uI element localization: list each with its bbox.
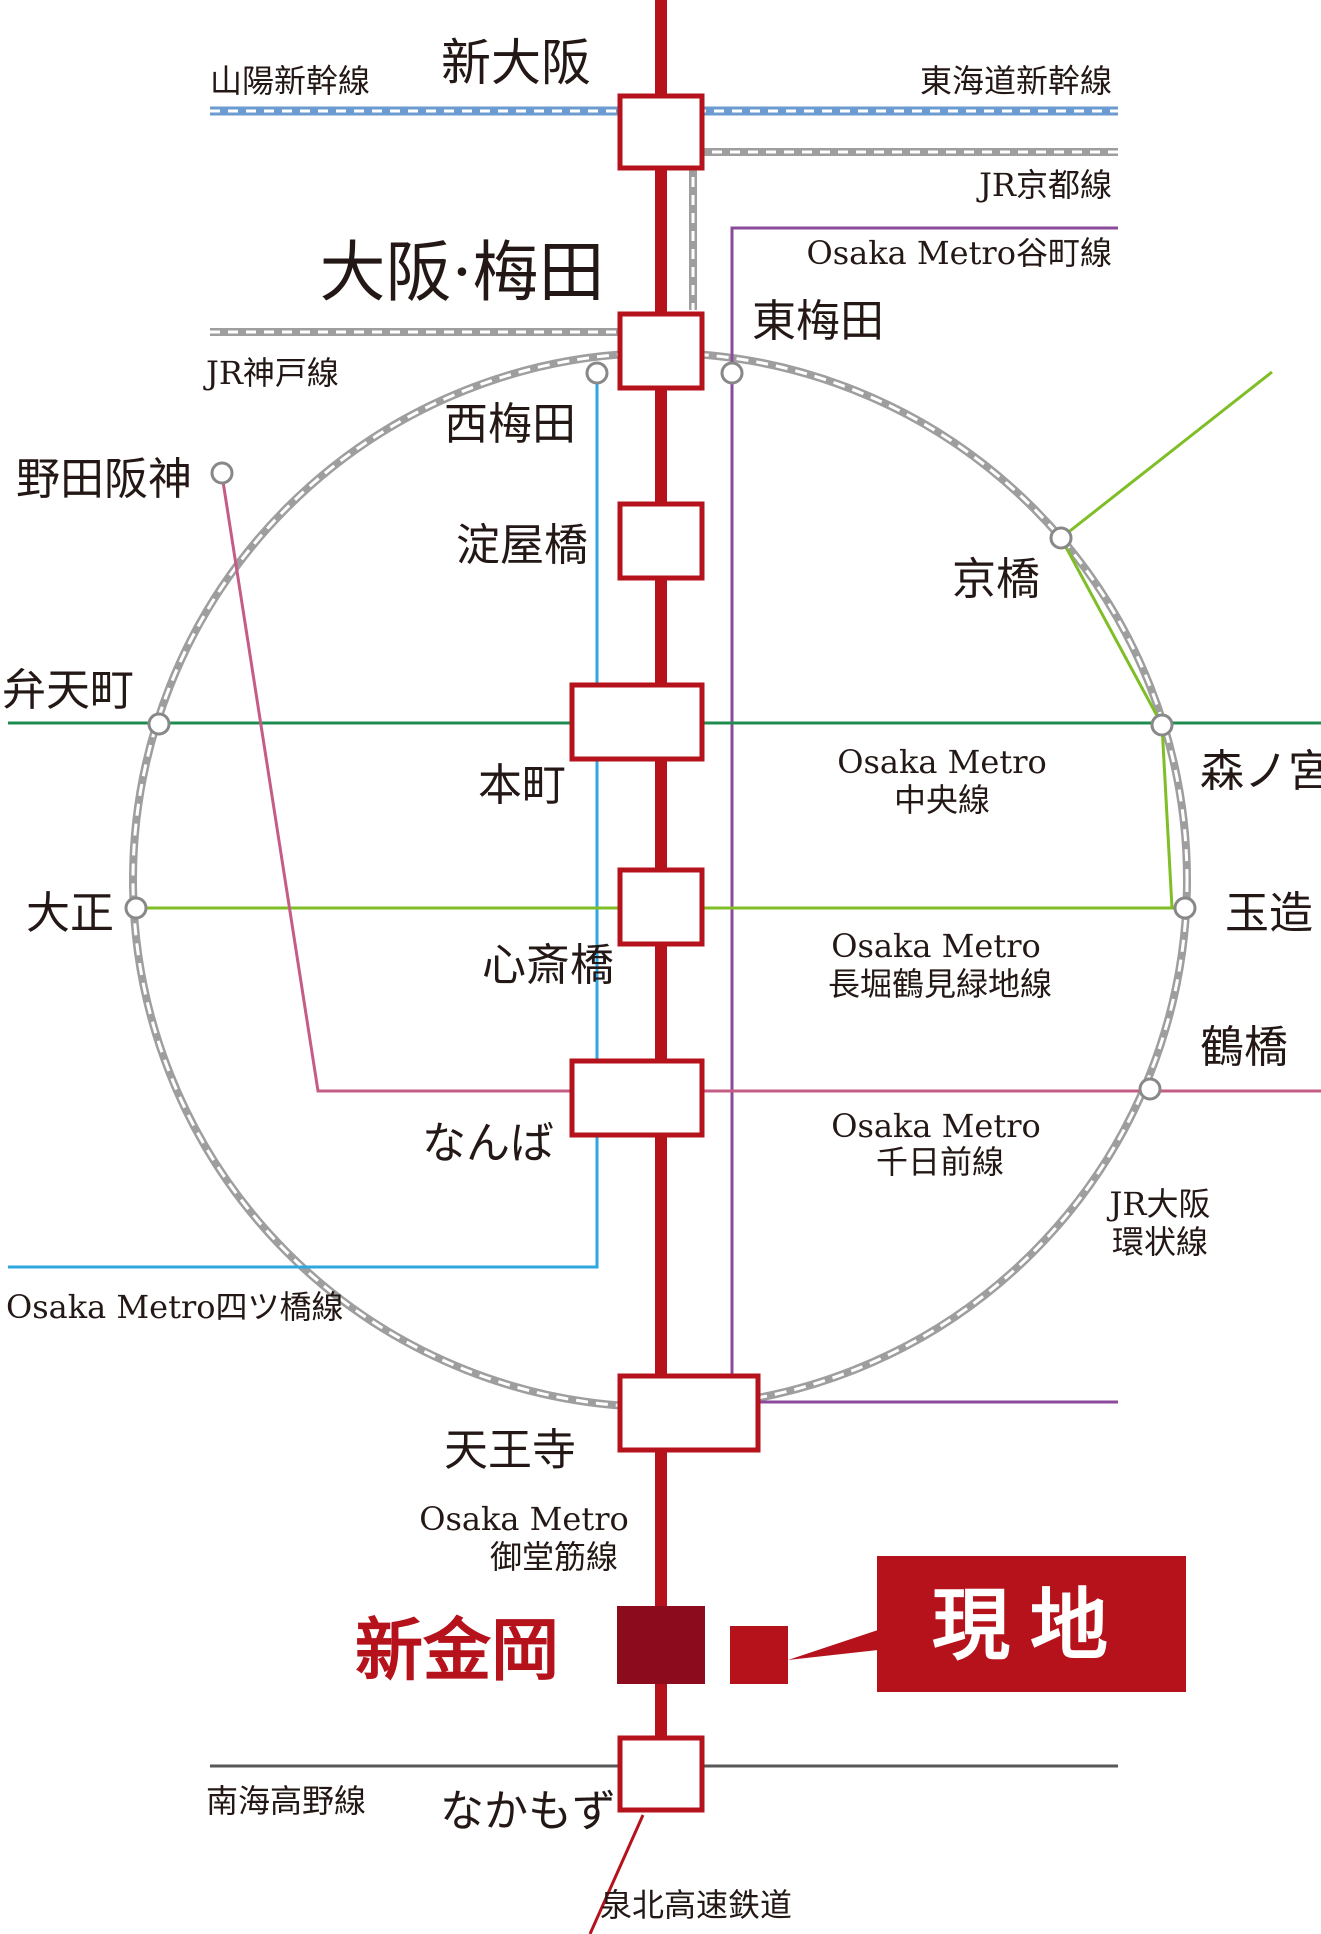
line-label-sennichimae-1: Osaka Metro	[831, 1107, 1041, 1145]
station-label-hommachi: 本町	[478, 760, 566, 811]
line-label-chuo-2: 中央線	[894, 781, 990, 819]
line-label-jr-kyoto: JR京都線	[976, 166, 1112, 204]
current-location-box	[877, 1556, 1186, 1692]
station-marker-noda-hanshin	[210, 461, 234, 485]
station-label-morinomiya: 森ノ宮	[1200, 746, 1321, 797]
station-box-hommachi	[569, 682, 705, 762]
line-label-nagahori-1: Osaka Metro	[831, 927, 1041, 965]
station-marker-tamatsukuri	[1173, 896, 1197, 920]
station-box-shinsaibashi	[617, 867, 705, 947]
line-label-sennichimae-2: 千日前線	[876, 1143, 1004, 1181]
station-box-nakamozu	[617, 1735, 705, 1813]
tanimachi-line	[730, 226, 1118, 1404]
station-marker-kyobashi	[1049, 526, 1073, 550]
line-label-yotsubashi: Osaka Metro四ツ橋線	[6, 1288, 344, 1326]
line-label-loop-1: JR大阪	[1107, 1185, 1211, 1223]
station-label-nishi-umeda: 西梅田	[444, 399, 576, 450]
station-label-shin-osaka: 新大阪	[441, 34, 591, 92]
station-box-tennoji	[617, 1373, 761, 1453]
line-label-midosuji-2: 御堂筋線	[490, 1538, 618, 1576]
station-box-umeda	[617, 311, 705, 391]
station-marker-higashi-umeda	[720, 361, 744, 385]
station-box-shin-osaka	[617, 93, 705, 171]
station-box-namba	[569, 1058, 705, 1138]
station-marker-tsuruhashi	[1138, 1077, 1162, 1101]
station-label-taisho: 大正	[26, 888, 114, 939]
station-marker-morinomiya	[1150, 713, 1174, 737]
station-label-nakamozu: なかもず	[440, 1786, 616, 1837]
current-location-square	[730, 1626, 788, 1684]
station-label-higashi-umeda: 東梅田	[752, 296, 884, 347]
station-label-tamatsukuri: 玉造	[1225, 888, 1313, 939]
nagahori-line	[136, 370, 1273, 910]
current-location-marker: 現地	[730, 1556, 1186, 1692]
current-location-label: 現地	[932, 1581, 1128, 1671]
line-label-chuo-1: Osaka Metro	[837, 743, 1047, 781]
yotsubashi-line	[8, 373, 599, 1269]
station-marker-taisho	[124, 896, 148, 920]
line-label-nankai-koya: 南海高野線	[206, 1782, 366, 1820]
line-label-senboku: 泉北高速鉄道	[600, 1886, 792, 1924]
station-label-shinsaibashi: 心斎橋	[482, 940, 614, 991]
senboku-line	[588, 1814, 645, 1934]
station-box-yodoyabashi	[617, 501, 705, 581]
station-label-shinkanaoka: 新金岡	[355, 1611, 559, 1691]
line-label-midosuji-1: Osaka Metro	[419, 1500, 629, 1538]
sennichimae-line	[220, 474, 1321, 1093]
station-label-namba: なんば	[422, 1118, 554, 1169]
line-label-loop-2: 環状線	[1112, 1223, 1208, 1261]
station-marker-nishi-umeda	[585, 361, 609, 385]
station-label-tsuruhashi: 鶴橋	[1200, 1022, 1288, 1073]
station-box-shinkanaoka	[617, 1606, 705, 1684]
station-label-tennoji: 天王寺	[444, 1425, 576, 1476]
line-label-tokaido-shinkansen: 東海道新幹線	[920, 62, 1112, 100]
station-label-bentencho: 弁天町	[2, 665, 134, 716]
line-label-tanimachi: Osaka Metro谷町線	[806, 234, 1112, 272]
station-label-noda-hanshin: 野田阪神	[16, 454, 192, 505]
station-label-umeda: 大阪·梅田	[320, 234, 605, 311]
line-label-jr-kobe: JR神戸線	[203, 354, 339, 392]
station-label-kyobashi: 京橋	[952, 554, 1040, 605]
station-label-yodoyabashi: 淀屋橋	[456, 520, 588, 571]
station-marker-bentencho	[147, 712, 171, 736]
line-label-sanyo-shinkansen: 山陽新幹線	[210, 62, 370, 100]
line-label-nagahori-2: 長堀鶴見緑地線	[828, 965, 1052, 1003]
